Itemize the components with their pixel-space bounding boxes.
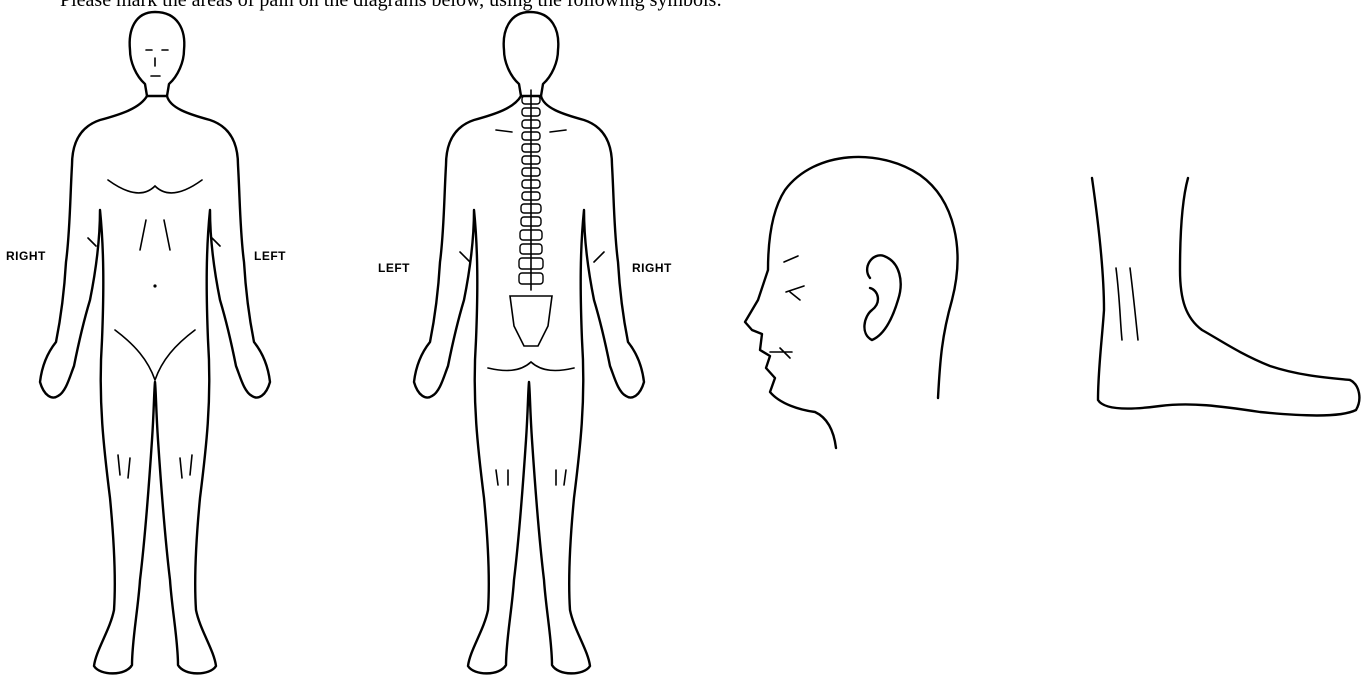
front-elbows	[88, 238, 220, 246]
front-groin	[115, 330, 195, 380]
front-right-label: RIGHT	[6, 249, 46, 263]
back-right-label: RIGHT	[632, 261, 672, 275]
front-knees	[118, 455, 192, 478]
head-profile-brow	[784, 256, 798, 262]
back-buttocks	[488, 362, 574, 370]
foot-profile-outline	[1092, 178, 1359, 416]
back-knees	[496, 470, 566, 485]
front-navel	[153, 284, 156, 287]
front-body-outline	[40, 96, 270, 673]
front-chest	[108, 180, 202, 193]
front-head	[130, 12, 185, 96]
front-face	[146, 50, 168, 76]
foot-profile-tendon	[1116, 268, 1138, 340]
head-profile-ear	[864, 255, 900, 340]
front-body-figure[interactable]	[40, 12, 270, 673]
front-abdomen	[140, 220, 170, 250]
back-head	[504, 12, 559, 96]
head-profile-mouth	[770, 348, 792, 358]
head-profile-outline	[745, 157, 957, 448]
head-profile-eye	[786, 286, 804, 300]
back-left-label: LEFT	[378, 261, 410, 275]
head-profile-figure[interactable]	[745, 157, 957, 448]
spine	[510, 90, 552, 346]
back-body-outline	[414, 96, 644, 673]
front-left-label: LEFT	[254, 249, 286, 263]
back-body-figure[interactable]	[414, 12, 644, 673]
foot-profile-figure[interactable]	[1092, 178, 1359, 416]
